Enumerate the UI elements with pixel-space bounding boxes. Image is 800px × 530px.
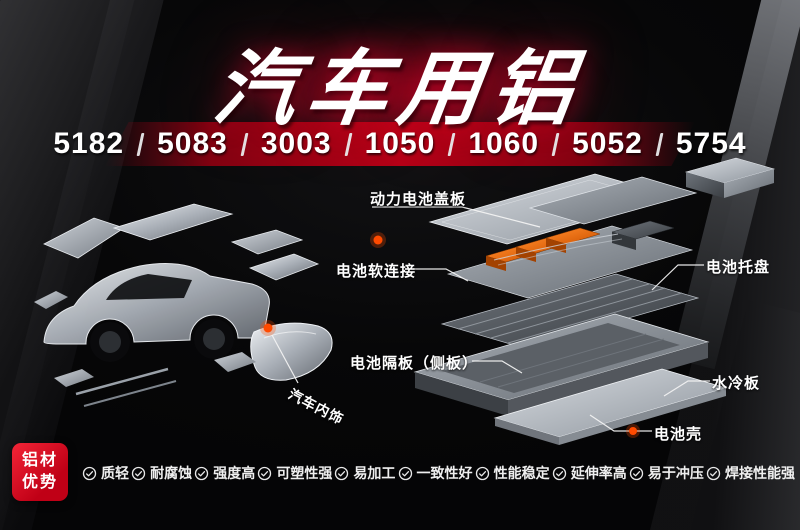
advantage-label: 焊接性能强 <box>724 465 795 481</box>
advantage-item: 延伸率高 <box>552 463 627 483</box>
advantages-list: 质轻 耐腐蚀 强度高 可塑性强 易加工 一致性好 性能稳定 延伸率高 <box>82 455 795 491</box>
check-icon <box>552 466 566 480</box>
label-battery-separator: 电池隔板（侧板） <box>350 355 479 372</box>
check-icon <box>475 466 489 480</box>
check-icon <box>629 466 644 480</box>
advantage-label: 延伸率高 <box>570 465 627 481</box>
advantage-item: 易加工 <box>334 463 395 483</box>
label-battery-shell: 电池壳 <box>654 426 703 443</box>
advantage-item: 质轻 <box>82 463 129 483</box>
battery-module-layer <box>446 220 694 299</box>
car-front-fender <box>214 352 256 372</box>
label-water-plate: 水冷板 <box>712 375 761 392</box>
alloy-number: 5083 <box>157 127 228 160</box>
advantage-item: 可塑性强 <box>257 463 332 483</box>
check-icon <box>131 466 146 480</box>
battery-junction-box <box>684 157 776 198</box>
alloy-list: 5182 5083 3003 1050 1060 5052 5754 <box>0 127 800 161</box>
advantage-item: 强度高 <box>194 463 255 483</box>
car-scattered-panels <box>34 203 320 407</box>
advantage-label: 一致性好 <box>416 465 473 481</box>
advantage-item: 焊接性能强 <box>706 463 795 483</box>
alloy-divider <box>136 132 145 156</box>
alloy-number: 1050 <box>364 127 436 160</box>
car-body-shell <box>43 263 270 362</box>
alloy-number: 3003 <box>260 127 332 160</box>
advantages-badge: 铝材 优势 <box>12 443 68 501</box>
alloy-number: 5754 <box>675 127 747 160</box>
advantage-label: 性能稳定 <box>493 465 550 481</box>
advantage-item: 一致性好 <box>398 463 473 483</box>
check-icon <box>398 466 412 480</box>
advantage-label: 易加工 <box>353 465 396 481</box>
advantages-badge-line1: 铝材 <box>21 452 58 470</box>
advantage-label: 质轻 <box>101 465 129 481</box>
check-icon <box>335 466 349 480</box>
label-battery-soft-connector: 电池软连接 <box>336 263 417 280</box>
advantage-item: 性能稳定 <box>475 463 550 483</box>
alloy-number: 5182 <box>53 127 125 160</box>
label-battery-cover: 动力电池盖板 <box>370 191 467 208</box>
check-icon <box>258 466 272 480</box>
label-battery-tray: 电池托盘 <box>706 259 771 276</box>
advantage-label: 强度高 <box>213 465 256 481</box>
check-icon <box>706 466 721 480</box>
battery-tray-layer <box>413 313 710 416</box>
advantage-item: 易于冲压 <box>629 463 704 483</box>
check-icon <box>82 466 97 480</box>
advantage-label: 可塑性强 <box>276 465 333 481</box>
battery-crate-layer <box>440 273 700 349</box>
check-icon <box>195 466 209 480</box>
page-title: 汽车用铝 <box>208 44 590 135</box>
alloy-number: 5052 <box>572 127 643 160</box>
advantage-item: 耐腐蚀 <box>131 463 192 483</box>
car-exploded-illustration <box>34 203 333 407</box>
battery-exploded-illustration <box>413 157 776 445</box>
advantage-label: 耐腐蚀 <box>150 465 193 481</box>
alloy-number: 1060 <box>468 127 540 160</box>
car-hood-panel <box>250 322 333 381</box>
alloy-divider <box>240 132 249 156</box>
alloy-divider <box>344 132 353 156</box>
advantage-label: 易于冲压 <box>647 465 704 481</box>
advantages-badge-line2: 优势 <box>21 474 58 491</box>
